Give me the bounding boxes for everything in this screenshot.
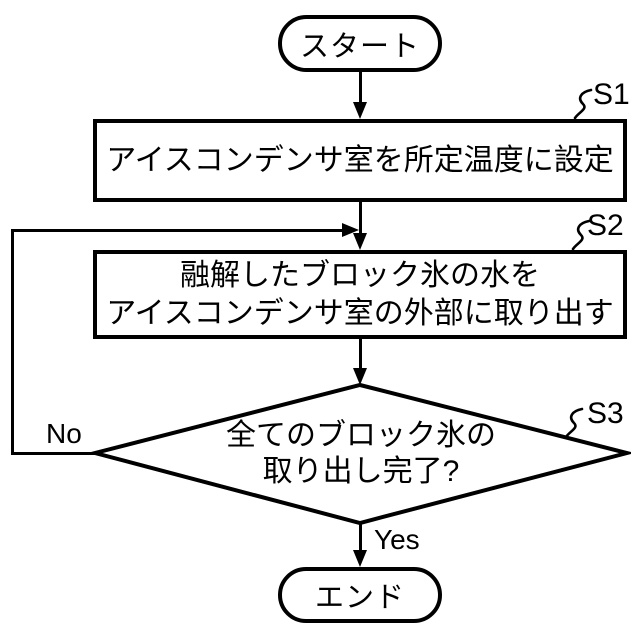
connector-s1-s2	[358, 202, 362, 235]
connector-loop-top	[11, 228, 342, 232]
connector-s3-end	[358, 523, 362, 551]
start-label: スタート	[299, 30, 420, 63]
branch-yes-label: Yes	[374, 524, 420, 555]
step-ref-s2: S2	[587, 209, 624, 242]
leader-squiggle-s3	[564, 407, 584, 439]
arrowhead-s1-s2	[353, 233, 367, 250]
decision-s3-text: 全てのブロック氷の 取り出し完了?	[91, 381, 631, 527]
arrowhead-start-s1	[353, 102, 367, 119]
connector-loop-bottom	[11, 451, 97, 455]
arrowhead-loop-junction	[342, 223, 359, 237]
process-s2-line1: 融解したブロック氷の水を	[180, 258, 540, 292]
leader-squiggle-s2	[571, 219, 591, 251]
leader-squiggle-s1	[573, 88, 593, 120]
process-s2-line2: アイスコンデンサ室の外部に取り出す	[106, 296, 614, 330]
arrowhead-s2-s3	[353, 368, 367, 385]
end-label: エンド	[314, 582, 405, 614]
decision-s3-line1: 全てのブロック氷の	[226, 419, 496, 452]
step-ref-s3: S3	[587, 397, 624, 430]
decision-s3-line2: 取り出し完了?	[262, 455, 460, 488]
process-s1: アイスコンデンサ室を所定温度に設定	[93, 119, 627, 202]
connector-start-s1	[358, 72, 362, 104]
decision-s3: 全てのブロック氷の 取り出し完了?	[91, 381, 631, 527]
end-terminal: エンド	[278, 567, 442, 623]
connector-loop-left	[11, 228, 14, 455]
start-terminal: スタート	[278, 15, 442, 72]
arrowhead-s3-end	[353, 550, 367, 567]
branch-no-label: No	[46, 418, 82, 449]
connector-s2-s3	[358, 339, 362, 369]
process-s2: 融解したブロック氷の水を アイスコンデンサ室の外部に取り出す	[93, 250, 627, 339]
process-s1-text: アイスコンデンサ室を所定温度に設定	[106, 143, 614, 177]
step-ref-s1: S1	[593, 78, 630, 111]
